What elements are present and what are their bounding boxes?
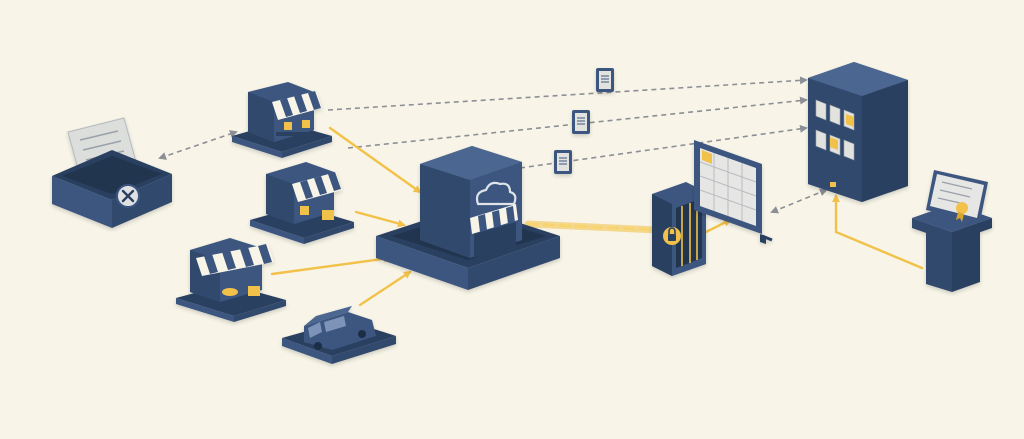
connector-stall-cabinet-mid xyxy=(347,96,808,149)
flow-stall2-hub xyxy=(354,210,406,228)
locked-gate-icon xyxy=(652,182,706,276)
document-icon xyxy=(596,68,614,92)
document-icon xyxy=(572,110,590,134)
flow-gate-screen xyxy=(704,218,732,234)
flow-stall3-hub xyxy=(270,254,392,276)
document-icon xyxy=(554,150,572,174)
gold-flows xyxy=(270,126,924,307)
rejected-inbox-tray-icon xyxy=(52,117,172,228)
connector-stall-cabinet-top xyxy=(327,76,808,111)
market-stall-icon xyxy=(176,238,286,322)
document-cabinet-tower-icon xyxy=(808,62,908,202)
connector-screen-cabinet xyxy=(770,188,828,214)
market-stall-icon xyxy=(250,162,354,244)
certificate-podium-icon xyxy=(912,170,992,292)
flow-hub-gate xyxy=(524,220,662,234)
delivery-van-icon xyxy=(282,306,396,364)
flow-van-hub xyxy=(358,270,412,307)
flow-stall1-hub xyxy=(328,126,422,194)
cloud-store-hub-icon xyxy=(376,146,560,290)
dashboard-grid-screen-icon xyxy=(694,140,773,244)
connector-inbox-stall xyxy=(158,130,238,160)
flow-podium-cabinet xyxy=(832,194,924,270)
market-stall-icon xyxy=(232,82,332,158)
